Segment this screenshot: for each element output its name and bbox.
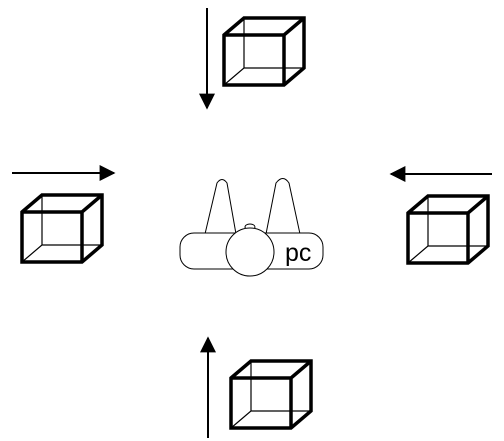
- wireframe-cube-icon: [222, 16, 306, 87]
- cube-bottom: [229, 359, 313, 430]
- cube-right: [406, 194, 490, 265]
- wireframe-cube-icon: [406, 194, 490, 265]
- pc-label: pc: [285, 239, 311, 267]
- pc-device: pc: [179, 178, 324, 277]
- cube-top: [222, 16, 306, 87]
- wireframe-cube-icon: [229, 359, 313, 430]
- pc-device-icon: [179, 178, 324, 277]
- cube-left: [20, 193, 104, 264]
- wireframe-cube-icon: [20, 193, 104, 264]
